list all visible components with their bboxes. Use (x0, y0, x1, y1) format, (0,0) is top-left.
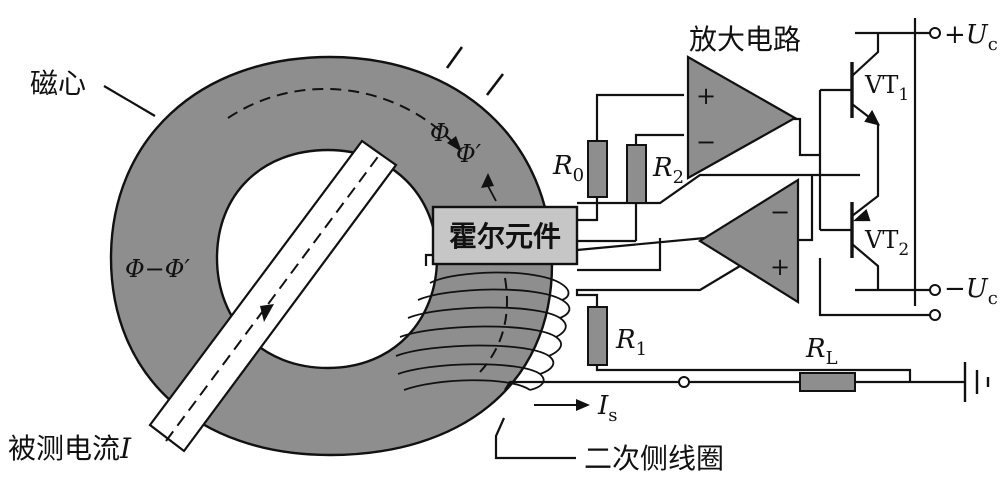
ground-symbol (963, 362, 990, 402)
label-measured-current: 被测电流I (8, 432, 132, 465)
hall-element (431, 205, 579, 266)
opamp2-minus: − (770, 198, 790, 226)
label-vt1: VT1 (864, 71, 909, 105)
hall-element-label: 霍尔元件 (449, 220, 561, 253)
label-rl: RL (805, 334, 838, 369)
label-flux-phi: Φ (430, 119, 450, 147)
label-flux-difference: Φ−Φ′ (125, 255, 190, 283)
label-r1: R1 (615, 325, 647, 360)
opamp1-minus: − (696, 128, 716, 156)
transistor-vt2 (850, 175, 880, 290)
primary-conductor (148, 139, 398, 453)
secondary-current-arrow (534, 399, 590, 411)
resistor-r0 (587, 140, 608, 198)
label-secondary-coil: 二次侧线圈 (584, 442, 724, 475)
label-plus-uc: +Uc (944, 20, 998, 55)
opamp-2 (697, 178, 800, 304)
label-flux-phi-prime: Φ′ (456, 140, 482, 168)
label-vt2: VT2 (864, 226, 909, 260)
resistor-r2 (626, 144, 647, 204)
terminal-minus-uc (929, 284, 941, 296)
opamp1-plus: + (696, 82, 716, 110)
opamp-1 (686, 55, 798, 180)
flux-path-dashed (227, 87, 461, 151)
label-minus-uc: −Uc (944, 274, 998, 309)
current-arrow (260, 304, 274, 322)
conductor-dash (165, 153, 381, 442)
terminal-output (929, 309, 941, 321)
opamp2-plus: + (770, 253, 790, 281)
secondary-coil (395, 271, 571, 391)
flux-arrow-top (447, 136, 462, 152)
terminal-plus-uc (929, 27, 941, 39)
flux-prime-arrow (481, 173, 494, 188)
label-core: 磁心 (30, 67, 86, 100)
resistor-r1 (587, 306, 608, 366)
resistor-rl (799, 372, 856, 392)
terminal-rl-node (678, 376, 690, 388)
circuit-wiring (103, 18, 965, 460)
label-r0: R0 (552, 151, 584, 186)
label-r2: R2 (652, 153, 684, 188)
transistor-vt1 (850, 33, 881, 175)
label-amplifier: 放大电路 (689, 23, 801, 56)
label-is: Is (597, 391, 618, 426)
